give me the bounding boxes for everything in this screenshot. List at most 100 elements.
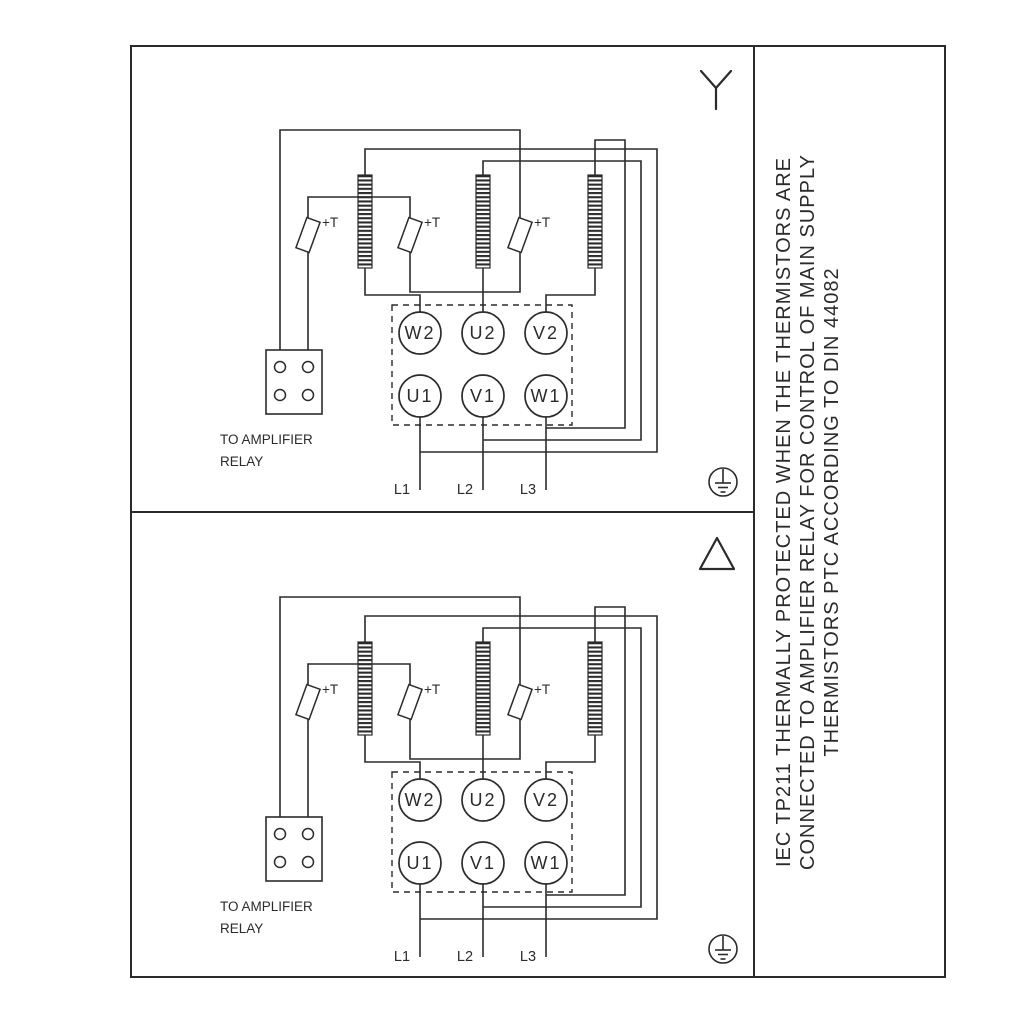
relay-label-line1: TO AMPLIFIER — [220, 432, 313, 447]
ground-icon — [708, 934, 738, 964]
supply-l1-label: L1 — [394, 482, 410, 498]
thermistor-label: +T — [322, 682, 338, 697]
terminal-w2 — [398, 778, 442, 822]
thermistor-icon — [506, 216, 534, 254]
wire-loop-winding1 — [364, 148, 658, 453]
terminal-w1-label: W1 — [531, 853, 562, 873]
wire-relay-to-thermistor3 — [279, 129, 521, 350]
supply-l2-label: L2 — [457, 949, 473, 965]
motor-windings — [357, 174, 603, 269]
relay-contact — [301, 855, 315, 869]
thermistor-label: +T — [424, 215, 440, 230]
terminal-u2-label: U2 — [469, 323, 496, 343]
terminal-v2 — [524, 778, 568, 822]
thermistor-icon — [506, 683, 534, 721]
ground-circle — [708, 934, 738, 964]
wire-v2-to-winding3 — [545, 268, 596, 312]
thermistor-label: +T — [424, 682, 440, 697]
terminal-w2 — [398, 311, 442, 355]
delta-icon — [698, 536, 736, 571]
terminal-block: W2 U2 V2 U1 V1 W1 — [391, 771, 573, 893]
side-note-text: IEC TP211 THERMALLY PROTECTED WHEN THE T… — [772, 52, 844, 972]
relay-contact — [301, 360, 315, 374]
terminal-w2-label: W2 — [405, 790, 436, 810]
wire-loop-winding3 — [546, 606, 626, 896]
side-note-line1: IEC TP211 THERMALLY PROTECTED WHEN THE T… — [773, 156, 795, 868]
terminal-v1 — [461, 374, 505, 418]
relay-contact — [301, 388, 315, 402]
wiring-lines — [279, 129, 658, 490]
relay-box-outline — [265, 816, 323, 882]
relay-label: TO AMPLIFIER RELAY — [220, 899, 313, 936]
supply-labels: L1 L2 L3 — [394, 949, 536, 965]
terminal-v1 — [461, 841, 505, 885]
wire-w2-to-winding1 — [364, 268, 421, 312]
wire-thermistor2-to-3 — [409, 257, 521, 293]
terminal-w2-label: W2 — [405, 323, 436, 343]
wire-loop-winding3 — [546, 139, 626, 429]
star-icon — [699, 69, 733, 111]
terminal-v2-label: V2 — [533, 790, 559, 810]
terminal-block-outline — [391, 771, 573, 893]
wire-loop-winding1 — [364, 615, 658, 920]
ground-circle — [708, 467, 738, 497]
amplifier-relay-box — [265, 349, 323, 415]
winding-icon — [357, 641, 373, 736]
relay-label: TO AMPLIFIER RELAY — [220, 432, 313, 469]
star-wiring-panel: +T +T +T W2 U2 V2 U1 V1 W1 TO — [220, 69, 738, 498]
side-note-line2: CONNECTED TO AMPLIFIER RELAY FOR CONTROL… — [797, 154, 819, 870]
supply-labels: L1 L2 L3 — [394, 482, 536, 498]
winding-icon — [475, 174, 491, 269]
winding-icon — [587, 641, 603, 736]
terminal-v2 — [524, 311, 568, 355]
thermistor-icon — [294, 216, 322, 254]
wire-w2-to-winding1 — [364, 735, 421, 779]
relay-contact — [301, 827, 315, 841]
frame-horizontal-divider — [130, 511, 755, 513]
side-note-line3: THERMISTORS PTC ACCORDING TO DIN 44082 — [821, 267, 843, 757]
side-note-column: IEC TP211 THERMALLY PROTECTED WHEN THE T… — [772, 52, 844, 972]
wire-thermistor2-to-3 — [409, 724, 521, 760]
thermistor-label: +T — [534, 215, 550, 230]
terminal-u1 — [398, 374, 442, 418]
terminal-u1-label: U1 — [406, 386, 433, 406]
relay-contact — [273, 360, 287, 374]
amplifier-relay-box — [265, 816, 323, 882]
terminal-u2 — [461, 311, 505, 355]
wire-v2-to-winding3 — [545, 735, 596, 779]
relay-contact — [273, 855, 287, 869]
terminal-u2 — [461, 778, 505, 822]
thermistors: +T +T +T — [294, 215, 550, 254]
terminal-w1 — [524, 841, 568, 885]
terminal-block: W2 U2 V2 U1 V1 W1 — [391, 304, 573, 426]
relay-box-outline — [265, 349, 323, 415]
motor-windings — [357, 641, 603, 736]
thermistor-icon — [396, 216, 424, 254]
thermistor-label: +T — [322, 215, 338, 230]
relay-label-line2: RELAY — [220, 454, 263, 469]
winding-icon — [357, 174, 373, 269]
thermistor-icon — [396, 683, 424, 721]
terminal-v1-label: V1 — [470, 386, 496, 406]
terminal-w1 — [524, 374, 568, 418]
terminal-block-outline — [391, 304, 573, 426]
thermistor-icon — [294, 683, 322, 721]
terminal-v2-label: V2 — [533, 323, 559, 343]
relay-contact — [273, 388, 287, 402]
terminal-u1-label: U1 — [406, 853, 433, 873]
supply-l3-label: L3 — [520, 949, 536, 965]
terminal-u2-label: U2 — [469, 790, 496, 810]
supply-l2-label: L2 — [457, 482, 473, 498]
delta-wiring-panel: +T +T +T W2 U2 V2 U1 V1 W1 TO — [220, 536, 738, 965]
terminal-w1-label: W1 — [531, 386, 562, 406]
ground-icon — [708, 467, 738, 497]
terminal-u1 — [398, 841, 442, 885]
wire-loop-winding2 — [482, 160, 642, 441]
relay-label-line2: RELAY — [220, 921, 263, 936]
winding-icon — [475, 641, 491, 736]
thermistors: +T +T +T — [294, 682, 550, 721]
wire-loop-winding2 — [482, 627, 642, 908]
supply-l3-label: L3 — [520, 482, 536, 498]
thermistor-label: +T — [534, 682, 550, 697]
